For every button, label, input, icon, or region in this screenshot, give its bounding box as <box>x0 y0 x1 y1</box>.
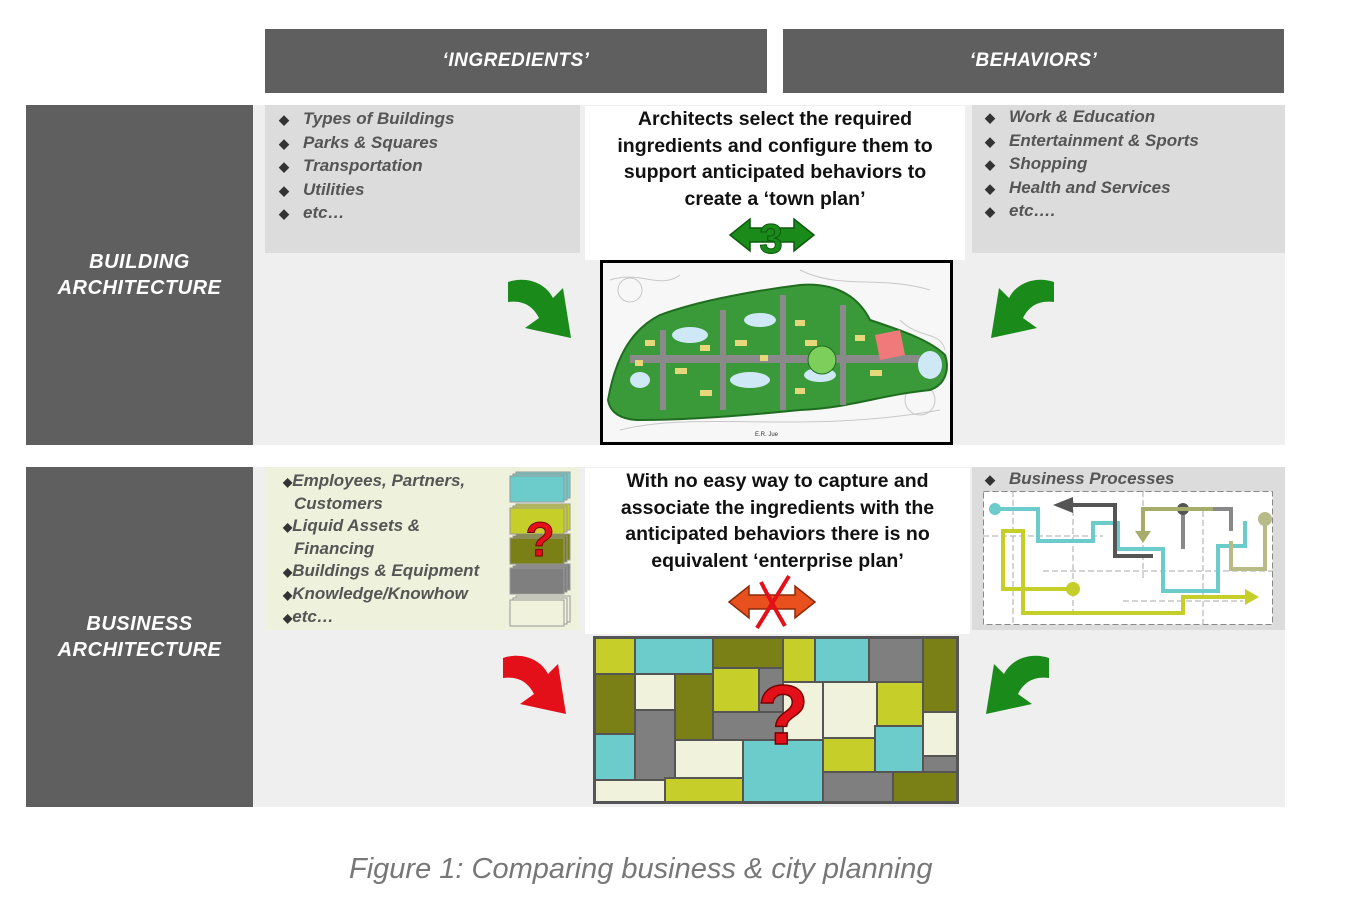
list-item: ◆Knowledge/Knowhow <box>283 584 468 603</box>
business-label-line1: BUSINESS <box>86 613 193 635</box>
curved-arrow-red-icon <box>503 655 566 714</box>
ingredients-header: ‘INGREDIENTS’ <box>265 29 767 93</box>
business-architecture-label: BUSINESS ARCHITECTURE <box>26 467 253 807</box>
curved-arrow-left-green-icon <box>986 655 1049 714</box>
crossed-double-arrow-icon <box>727 574 817 630</box>
enterprise-mosaic-image: ? <box>593 636 959 804</box>
question-mark-large: ? <box>757 668 808 762</box>
list-item: ◆etc…. <box>985 201 1056 220</box>
map-street-label: E.R. Jue <box>755 432 779 438</box>
behaviors-header: ‘BEHAVIORS’ <box>783 29 1284 93</box>
list-item: ◆Work & Education <box>985 107 1156 126</box>
building-label-line1: BUILDING <box>89 251 190 273</box>
double-arrow-icon: 3 <box>728 215 816 257</box>
ingredient-cards-icon: ? <box>509 471 571 627</box>
list-item-cont: Financing <box>294 539 375 558</box>
curved-arrow-right-icon <box>508 279 571 338</box>
list-item: ◆Transportation <box>279 156 423 175</box>
list-item-cont: Customers <box>294 494 383 513</box>
list-item: ◆Business Processes <box>985 469 1175 488</box>
business-center-text: With no easy way to capture and associat… <box>585 468 970 574</box>
business-ingredients-box: ◆Employees, Partners, Customers ◆Liquid … <box>265 467 580 630</box>
svg-text:3: 3 <box>759 215 782 257</box>
question-mark-small: ? <box>525 514 554 567</box>
building-architecture-label: BUILDING ARCHITECTURE <box>26 105 253 445</box>
list-item: ◆etc… <box>279 203 345 222</box>
business-behaviors-box: ◆Business Processes <box>972 467 1285 630</box>
list-item: ◆Entertainment & Sports <box>985 130 1199 150</box>
town-plan-map-image: E.R. Jue <box>600 260 953 445</box>
curved-arrow-left-icon <box>991 279 1054 338</box>
building-center-text: Architects select the required ingredien… <box>585 106 965 212</box>
list-item: ◆etc… <box>283 607 334 626</box>
list-item: ◆Utilities <box>279 179 365 199</box>
list-item: ◆Liquid Assets & <box>283 516 421 535</box>
building-ingredients-box: ◆Types of Buildings ◆Parks & Squares ◆Tr… <box>265 105 580 253</box>
list-item: ◆Buildings & Equipment <box>283 561 480 580</box>
list-item: ◆Health and Services <box>985 177 1171 197</box>
business-process-map-image <box>983 491 1273 625</box>
list-item: ◆Types of Buildings <box>279 109 455 128</box>
business-label-line2: ARCHITECTURE <box>57 639 222 661</box>
list-item: ◆Employees, Partners, <box>283 471 466 490</box>
list-item: ◆Parks & Squares <box>279 132 439 152</box>
building-behaviors-box: ◆Work & Education ◆Entertainment & Sport… <box>972 105 1285 253</box>
list-item: ◆Shopping <box>985 154 1088 173</box>
figure-caption: Figure 1: Comparing business & city plan… <box>349 853 933 885</box>
building-label-line2: ARCHITECTURE <box>57 277 222 299</box>
